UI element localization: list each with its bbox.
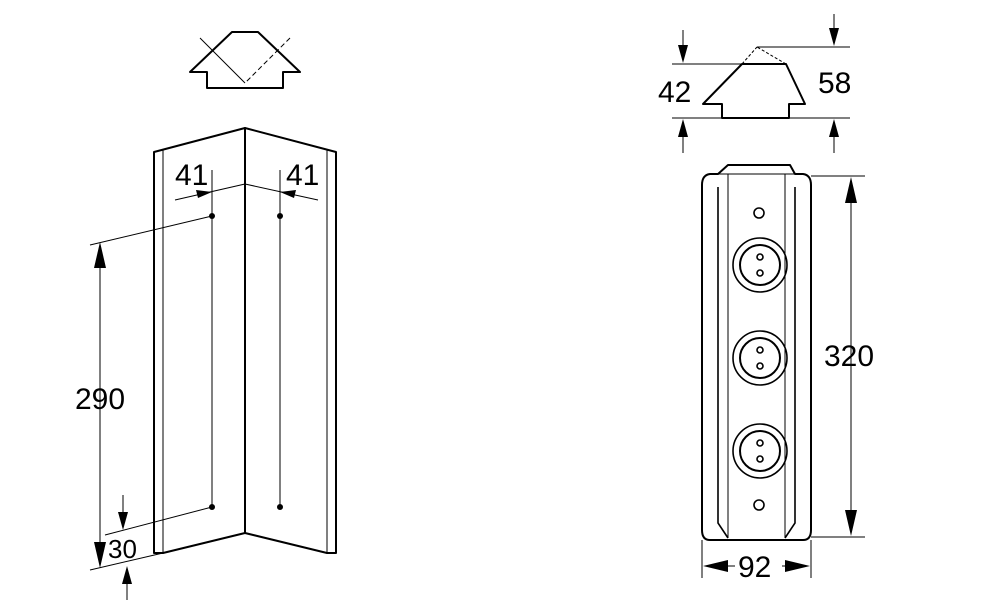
dim-label-30: 30	[108, 534, 137, 564]
socket-outlet-3	[732, 423, 788, 479]
dim-label-42: 42	[658, 76, 691, 109]
dim-left-offset: 41	[174, 159, 246, 216]
dim-bottom-offset: 30	[89, 495, 213, 600]
dim-width: 92	[701, 540, 812, 584]
dim-label-41-left: 41	[175, 159, 208, 192]
screw-hole-top	[753, 207, 765, 219]
socket-column	[701, 164, 812, 541]
dim-label-58: 58	[818, 67, 851, 100]
dim-label-92: 92	[738, 551, 771, 584]
dim-depth: 42 58	[658, 14, 851, 153]
dim-label-41-right: 41	[286, 159, 319, 192]
hole-guides	[209, 213, 283, 510]
hole-marker	[277, 504, 283, 510]
screw-hole-bottom	[753, 499, 765, 511]
dim-label-320: 320	[824, 340, 874, 373]
dim-right-offset: 41	[244, 159, 319, 216]
left-profile-section	[189, 31, 301, 89]
socket-outlet-1	[732, 237, 788, 293]
right-profile-section	[702, 46, 806, 119]
socket-outlet-2	[732, 330, 788, 386]
dim-height: 320	[811, 175, 874, 538]
left-corner-bracket	[153, 127, 337, 554]
dim-hole-spacing: 290	[75, 215, 213, 568]
dim-label-290: 290	[75, 383, 125, 416]
